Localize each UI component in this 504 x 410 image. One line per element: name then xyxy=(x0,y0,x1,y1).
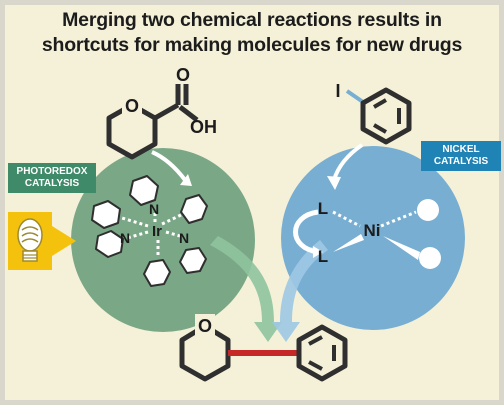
product-oxygen-mask xyxy=(195,314,215,336)
nitrogen-label-top: N xyxy=(149,201,159,217)
title-line-2: shortcuts for making molecules for new d… xyxy=(41,34,463,56)
nickel-bonds xyxy=(332,210,417,228)
iridium-label: Ir xyxy=(152,223,162,240)
photoredox-circle xyxy=(71,148,255,332)
page-title: Merging two chemical reactions results i… xyxy=(0,8,504,58)
nickel-label: Ni xyxy=(364,221,381,240)
nickel-wedge-right xyxy=(383,236,420,260)
oxidative-addition-arrowhead xyxy=(327,176,341,190)
pyran-acid-molecule xyxy=(106,84,199,160)
ring-oxygen-mask xyxy=(122,93,142,115)
iodine-label: I xyxy=(335,81,340,101)
nickel-catalysis-label: NICKEL CATALYSIS xyxy=(421,141,501,171)
nickel-ligand-sphere-top xyxy=(417,199,439,221)
title-line-1: Merging two chemical reactions results i… xyxy=(62,9,442,31)
ligand-label-bottom: L xyxy=(318,247,328,266)
ligand-backbone xyxy=(293,209,319,255)
ring-oxygen-label: O xyxy=(125,96,139,116)
nickel-to-product-arrow xyxy=(272,240,328,342)
decarboxylation-arrowhead xyxy=(180,174,192,186)
nickel-circle xyxy=(281,146,465,330)
hydroxyl-label: OH xyxy=(190,117,217,137)
ligand-label-top: L xyxy=(318,199,328,218)
photoredox-catalysis-label: PHOTOREDOX CATALYSIS xyxy=(8,163,96,193)
decarboxylation-arrow xyxy=(151,150,187,182)
photoredox-to-product-arrow xyxy=(210,236,282,342)
product-molecule xyxy=(179,323,348,382)
iodobenzene-molecule xyxy=(345,87,412,145)
nickel-wedge-left xyxy=(333,234,364,252)
nickel-ligand-sphere-bottom xyxy=(419,247,441,269)
iridium-complex xyxy=(91,175,208,287)
nitrogen-label-left: N xyxy=(120,230,130,246)
carbonyl-oxygen-label: O xyxy=(176,65,190,85)
ligand-backbone-arrowhead xyxy=(313,246,323,258)
product-oxygen-label: O xyxy=(198,316,212,336)
light-bulb-icon xyxy=(8,212,76,270)
nitrogen-label-right: N xyxy=(179,230,189,246)
iridium-bonds xyxy=(121,212,184,258)
